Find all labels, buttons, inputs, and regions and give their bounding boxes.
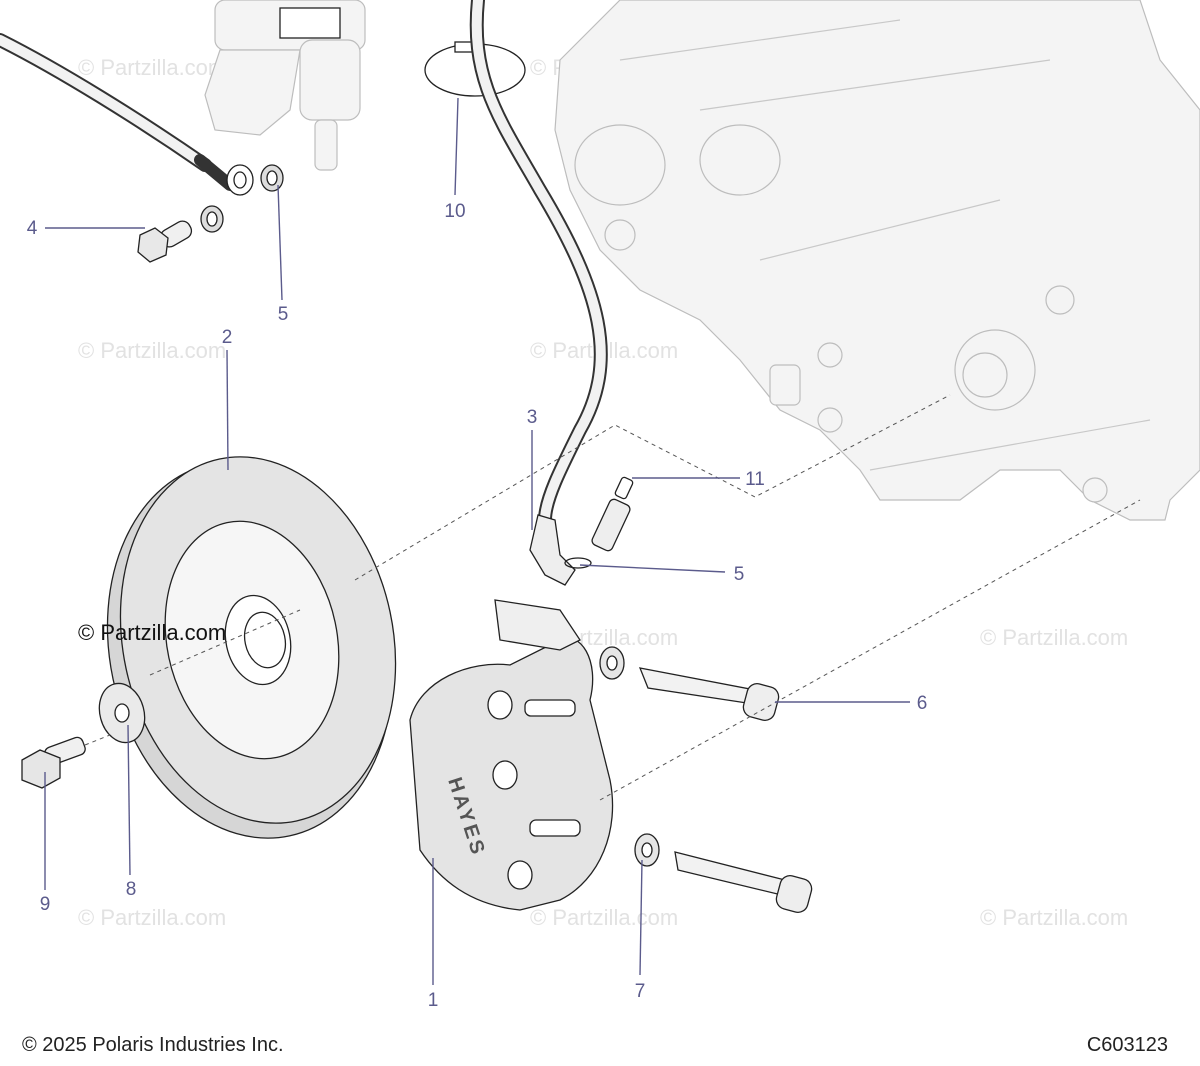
washer-part-8 bbox=[98, 682, 146, 744]
callout-1: 1 bbox=[428, 990, 439, 1011]
callout-2: 2 bbox=[222, 327, 233, 348]
lower-brake-line-part-3 bbox=[469, 0, 608, 586]
watermark: © Partzilla.com bbox=[980, 625, 1128, 650]
watermark: © Partzilla.com bbox=[980, 905, 1128, 930]
brake-disc-part-2 bbox=[106, 456, 397, 839]
caliper-bolt-part-6 bbox=[599, 646, 780, 721]
callout-numbers: 1 2 3 4 5 5 6 7 8 9 10 11 bbox=[27, 201, 928, 1011]
brake-caliper-part-1: HAYES bbox=[409, 599, 614, 911]
bolt-part-9 bbox=[21, 736, 86, 789]
callout-3: 3 bbox=[527, 407, 538, 428]
master-cylinder-ghost bbox=[204, 0, 366, 171]
callout-leaders bbox=[44, 97, 910, 985]
partzilla-watermark: © Partzilla.com bbox=[78, 620, 227, 645]
callout-8: 8 bbox=[126, 879, 137, 900]
callout-6: 6 bbox=[917, 693, 928, 714]
callout-11: 11 bbox=[745, 469, 765, 490]
housing-bolt bbox=[604, 219, 636, 251]
sealing-washers-part-5-upper bbox=[200, 164, 284, 233]
master-cylinder-label bbox=[279, 7, 341, 39]
callout-9: 9 bbox=[40, 894, 51, 915]
callout-7: 7 bbox=[635, 981, 646, 1002]
drawing-id: C603123 bbox=[1086, 1034, 1168, 1056]
housing-stud bbox=[769, 364, 801, 406]
copyright-text: © 2025 Polaris Industries Inc. bbox=[22, 1034, 284, 1056]
housing-bolt bbox=[1045, 285, 1075, 315]
callout-5-upper: 5 bbox=[278, 304, 289, 325]
housing-bolt bbox=[817, 407, 843, 433]
watermark: © Partzilla.com bbox=[78, 338, 226, 363]
bleeder-fitting-part-11 bbox=[591, 476, 634, 552]
callout-4: 4 bbox=[27, 218, 38, 239]
callout-10: 10 bbox=[444, 201, 465, 222]
housing-boss bbox=[574, 124, 666, 206]
housing-bolt bbox=[1082, 477, 1108, 503]
output-shaft-splines bbox=[962, 352, 1008, 398]
assembly-dashed-lines bbox=[84, 394, 1141, 801]
watermark: © Partzilla.com bbox=[530, 905, 678, 930]
gearbox-housing-ghost bbox=[554, 0, 1200, 521]
caliper-bolt-part-7 bbox=[634, 833, 813, 913]
callout-5-lower: 5 bbox=[734, 564, 745, 585]
upper-brake-line bbox=[0, 33, 254, 196]
watermark: © Partzilla.com bbox=[78, 905, 226, 930]
watermark: © Partzilla.com bbox=[78, 55, 226, 80]
banjo-bolt-part-4 bbox=[137, 220, 193, 263]
housing-boss bbox=[699, 124, 781, 196]
housing-bolt bbox=[817, 342, 843, 368]
